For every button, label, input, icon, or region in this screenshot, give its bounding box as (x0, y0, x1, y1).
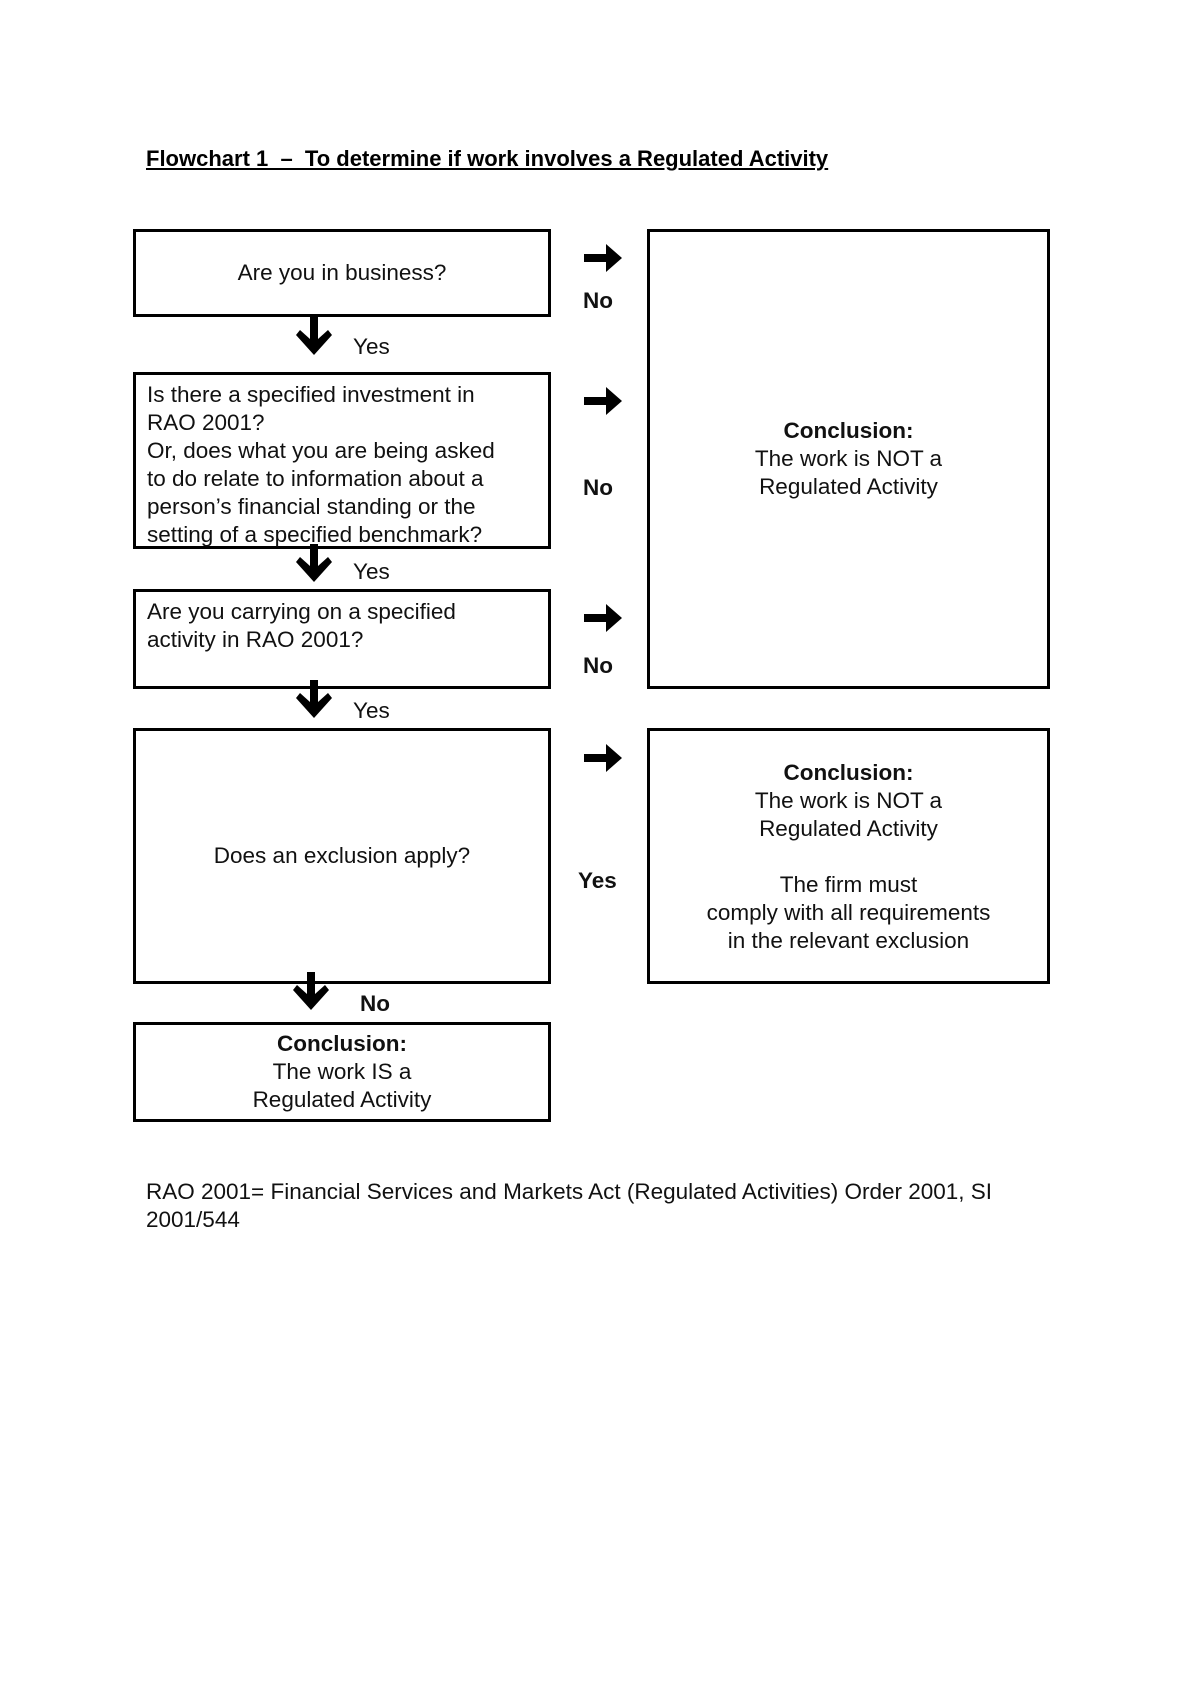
conclusion-is-regulated-box: Conclusion: The work IS a Regulated Acti… (133, 1022, 551, 1122)
conclusion-exclusion-heading: Conclusion: (783, 760, 914, 785)
question-specified-activity-line: activity in RAO 2001? (147, 627, 364, 652)
no-label: No (360, 991, 390, 1016)
no-label: No (583, 288, 613, 313)
conclusion-not-regulated-box: Conclusion: The work is NOT a Regulated … (647, 229, 1050, 689)
footnote: RAO 2001= Financial Services and Markets… (146, 1179, 993, 1232)
question-specified-investment-line: person’s financial standing or the (147, 494, 476, 519)
question-specified-investment-line: to do relate to information about a (147, 466, 484, 491)
conclusion-not-line: Regulated Activity (759, 474, 938, 499)
question-exclusion-text: Does an exclusion apply? (213, 843, 471, 868)
question-specified-investment-line: Or, does what you are being asked (147, 438, 495, 463)
no-label: No (583, 653, 613, 678)
arrow-down-icon (296, 544, 332, 582)
conclusion-exclusion-extra-line: in the relevant exclusion (727, 928, 970, 953)
arrow-right-icon (584, 604, 622, 632)
conclusion-exclusion-extra-line: The firm must (779, 872, 918, 897)
question-specified-investment-line: setting of a specified benchmark? (147, 522, 483, 547)
question-specified-activity-line: Are you carrying on a specified (147, 599, 456, 624)
conclusion-is-heading: Conclusion: (277, 1031, 407, 1056)
conclusion-is-line: Regulated Activity (252, 1087, 432, 1112)
arrow-right-icon (584, 387, 622, 415)
yes-label: Yes (353, 559, 390, 584)
question-in-business-text: Are you in business? (237, 260, 447, 285)
yes-label: Yes (353, 334, 390, 359)
conclusion-exclusion-line: Regulated Activity (759, 816, 938, 841)
question-specified-investment-line: Is there a specified investment in (147, 382, 475, 407)
conclusion-exclusion-line: The work is NOT a (754, 788, 943, 813)
question-exclusion-box: Does an exclusion apply? (133, 728, 551, 984)
question-specified-investment-box: Is there a specified investment in RAO 2… (133, 372, 551, 549)
conclusion-exclusion-box: Conclusion: The work is NOT a Regulated … (647, 728, 1050, 984)
arrow-down-icon (293, 972, 329, 1010)
yes-label: Yes (353, 698, 390, 723)
no-label: No (583, 475, 613, 500)
question-specified-activity-box: Are you carrying on a specified activity… (133, 589, 551, 689)
question-specified-investment-line: RAO 2001? (147, 410, 265, 435)
question-in-business-box: Are you in business? (133, 229, 551, 317)
arrow-right-icon (584, 244, 622, 272)
page-title: Flowchart 1 – To determine if work invol… (146, 146, 829, 171)
arrow-right-icon (584, 744, 622, 772)
yes-label: Yes (578, 868, 617, 893)
conclusion-exclusion-extra-line: comply with all requirements (706, 900, 991, 925)
conclusion-not-heading: Conclusion: (783, 418, 914, 443)
arrow-down-icon (296, 317, 332, 355)
conclusion-is-line: The work IS a (272, 1059, 412, 1084)
arrow-down-icon (296, 680, 332, 718)
conclusion-not-line: The work is NOT a (754, 446, 943, 471)
